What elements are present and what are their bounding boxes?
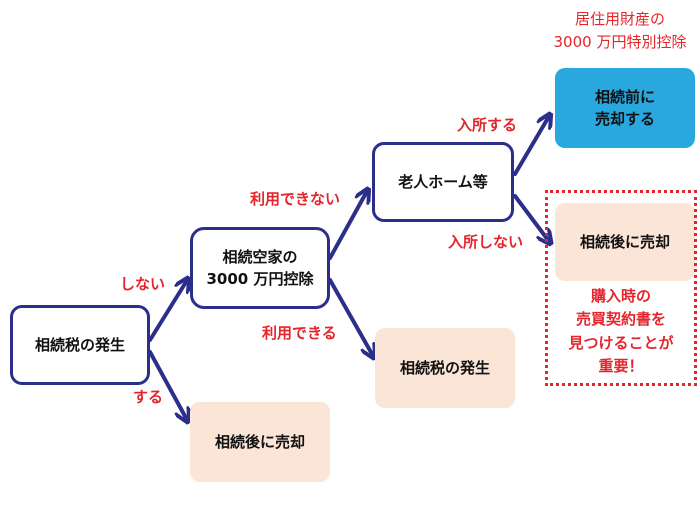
node-nursing-home: 老人ホーム等	[372, 142, 514, 222]
note-purchase-contract: 購入時の 売買契約書を 見つけることが 重要！	[548, 285, 694, 378]
node-sell-before-line2: 売却する	[594, 110, 655, 128]
note-purchase-line3: 見つけることが	[568, 333, 674, 352]
node-vacant-line2: 3000 万円控除	[206, 270, 314, 288]
note-purchase-line2: 売買契約書を	[575, 310, 666, 329]
node-sell-before-line1: 相続前に	[594, 87, 655, 106]
node-sell-before-text: 相続前に 売却する	[595, 86, 655, 131]
edge-label-not-enter: 入所しない	[448, 233, 524, 251]
node-vacant-house-deduction-text: 相続空家の 3000 万円控除	[207, 246, 314, 291]
edge-label-enter: 入所する	[457, 116, 518, 134]
note-purchase-line1: 購入時の	[590, 287, 651, 305]
node-vacant-house-deduction: 相続空家の 3000 万円控除	[190, 227, 330, 309]
edge-label-can-use: 利用できる	[262, 324, 337, 342]
arrow-vacant-to-tax	[328, 278, 372, 354]
node-inheritance-tax-label: 相続税の発生	[34, 335, 125, 354]
note-purchase-line4: 重要！	[598, 356, 644, 375]
edge-label-yes: する	[133, 388, 164, 406]
edge-label-no: しない	[120, 275, 166, 293]
arrow-nursing-to-sell-after	[513, 194, 548, 240]
highlight-frame	[545, 190, 697, 386]
node-inheritance-tax: 相続税の発生	[10, 305, 150, 385]
note-residence-line2: 3000 万円特別控除	[553, 33, 687, 52]
node-inheritance-tax-again: 相続税の発生	[375, 328, 515, 408]
node-sell-after-inheritance-top: 相続後に売却	[555, 203, 695, 281]
note-residence-line1: 居住用財産の	[574, 10, 665, 28]
node-inheritance-tax-again-label: 相続税の発生	[399, 358, 490, 377]
node-sell-after-top-label: 相続後に売却	[579, 232, 670, 251]
node-nursing-home-label: 老人ホーム等	[398, 172, 488, 191]
arrow-root-to-vacant	[148, 282, 186, 342]
note-residence-deduction: 居住用財産の 3000 万円特別控除	[540, 8, 700, 55]
node-sell-before-inheritance: 相続前に 売却する	[555, 68, 695, 148]
edge-label-cannot-use: 利用できない	[250, 190, 341, 208]
arrow-root-to-sell-after	[148, 350, 186, 418]
arrow-nursing-to-sell-before	[513, 118, 548, 176]
node-sell-after-inheritance-bottom: 相続後に売却	[190, 402, 330, 482]
arrow-vacant-to-nursing	[328, 193, 366, 260]
node-vacant-line1: 相続空家の	[222, 247, 298, 266]
node-sell-after-bottom-label: 相続後に売却	[214, 432, 305, 451]
